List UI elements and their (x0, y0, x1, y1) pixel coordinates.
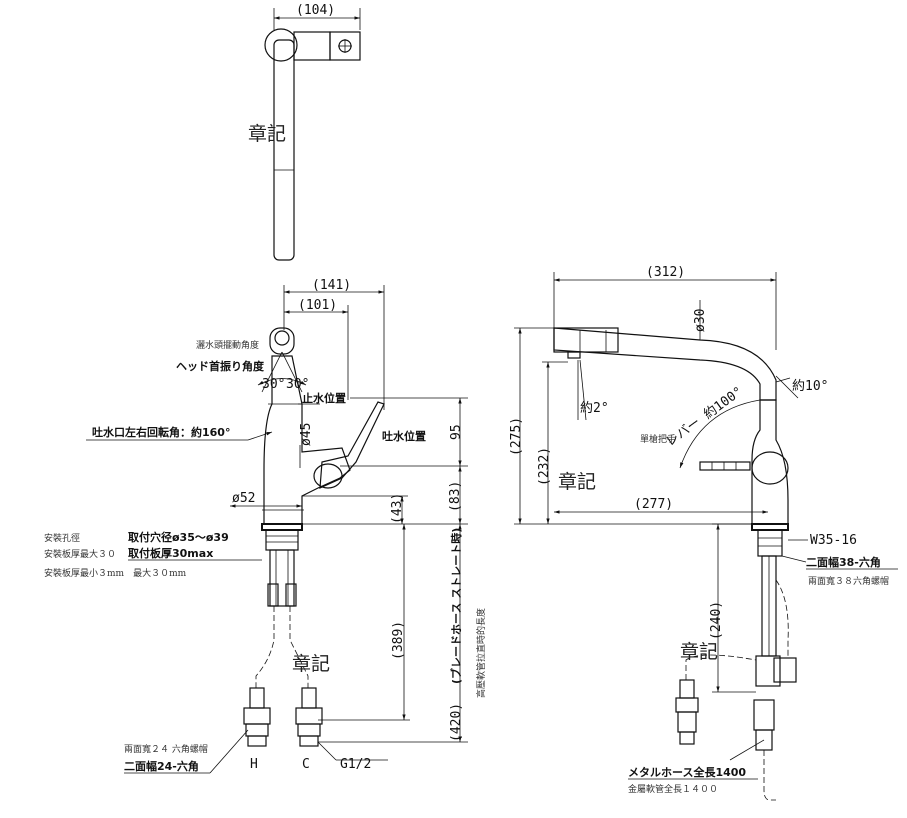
dim-312: (312) (646, 265, 685, 280)
head-angle-sub: 灑水頭擺動角度 (196, 339, 259, 351)
nut-38-sub: 兩面寬３８六角螺帽 (808, 575, 889, 587)
angle-10: 約10° (792, 379, 828, 394)
spout-rotation: 吐水口左右回転角：約160° (92, 425, 230, 439)
braided-hose: (ブレードホース ストレート時) (449, 528, 463, 684)
metal-hose-sub: 金屬軟管全長１４００ (628, 783, 718, 795)
dim-389: (389) (391, 621, 406, 660)
metal-hose: メタルホース全長1400 (628, 765, 746, 779)
g-label: G1/2 (340, 757, 371, 772)
dim-101: (101) (298, 298, 337, 313)
single-handle: 單槍把手 (640, 433, 676, 445)
dim-232: (232) (537, 447, 552, 486)
side-view: (141) (101) 灑水頭擺動角度 ヘッド首振り角度 30° 30° 止水位… (44, 278, 487, 774)
seal-stamp-front2: 章記 (680, 641, 718, 663)
seal-stamp-side: 章記 (292, 653, 330, 675)
dim-95: 95 (449, 424, 464, 440)
dia-45: ø45 (299, 423, 314, 446)
angle-2: 約2° (580, 401, 609, 416)
dim-104: (104) (296, 3, 335, 18)
spout-position: 吐水位置 (382, 429, 426, 443)
seal-stamp-front1: 章記 (558, 471, 596, 493)
nut-label: 二面幅24-六角 (124, 759, 199, 773)
angle-left: 30° (262, 377, 285, 392)
dia-30: ø30 (693, 309, 708, 332)
front-view: (312) ø30 (275) (232) 約2° レバー 約100° 約10°… (509, 265, 898, 801)
seal-stamp: 章記 (248, 123, 286, 145)
mount-hole-sub: 安裝孔徑 (44, 532, 80, 544)
dim-420: (420) (449, 703, 464, 742)
h-label: H (250, 757, 258, 772)
dim-141: (141) (312, 278, 351, 293)
nut-sub: 兩面寬２４ 六角螺帽 (124, 743, 208, 755)
w35-16: W35-16 (810, 533, 857, 548)
dim-240: (240) (709, 601, 724, 640)
dia-52: ø52 (232, 491, 255, 506)
plate-max: 取付板厚30max (128, 546, 213, 560)
plate-max-sub: 安裝板厚最大３０ (44, 548, 116, 560)
head-angle-label: ヘッド首振り角度 (176, 359, 265, 373)
nut-38: 二面幅38-六角 (806, 555, 881, 569)
stop-position: 止水位置 (302, 391, 346, 405)
dim-83: (83) (448, 481, 463, 512)
plate-range-sub: 安裝板厚最小３mm 最大３０mm (44, 567, 187, 579)
dim-277: (277) (634, 497, 673, 512)
top-view: (104) 章記 (248, 3, 361, 261)
dim-275: (275) (509, 417, 524, 456)
braided-hose-sub: 高壓軟管拉直時的長度 (475, 608, 487, 698)
mount-hole: 取付穴径ø35～ø39 (128, 530, 229, 544)
c-label: C (302, 757, 310, 772)
dim-43: (43) (390, 493, 405, 524)
